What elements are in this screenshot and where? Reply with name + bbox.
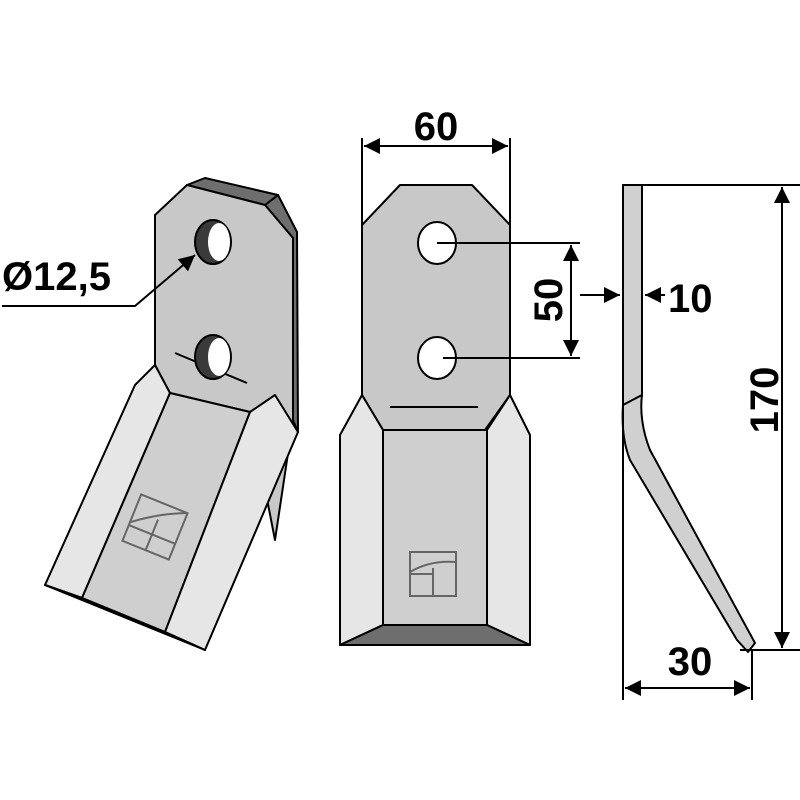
brand-logo (409, 551, 457, 597)
brand-logo (121, 493, 189, 561)
thickness-label: 10 (668, 277, 713, 321)
blade-front-view: 60 50 (339, 105, 580, 646)
diameter-callout: Ø12,5 (2, 254, 196, 307)
offset-label: 30 (668, 640, 713, 684)
spacing-label: 50 (527, 278, 571, 323)
blade-lower-right-bevel (164, 394, 299, 651)
blade-perspective-view (44, 177, 299, 651)
diameter-label: Ø12,5 (2, 255, 111, 299)
front-cutting-edge (339, 624, 531, 646)
mount-hole-upper-inner (208, 223, 230, 261)
blade-side-view: 170 10 30 (580, 184, 800, 700)
front-left-bevel (339, 394, 384, 646)
mount-hole-lower-inner (208, 338, 230, 376)
front-right-bevel (486, 394, 531, 646)
length-label: 170 (743, 367, 787, 434)
width-label: 60 (414, 105, 459, 149)
blade-cutting-edge (44, 584, 206, 651)
